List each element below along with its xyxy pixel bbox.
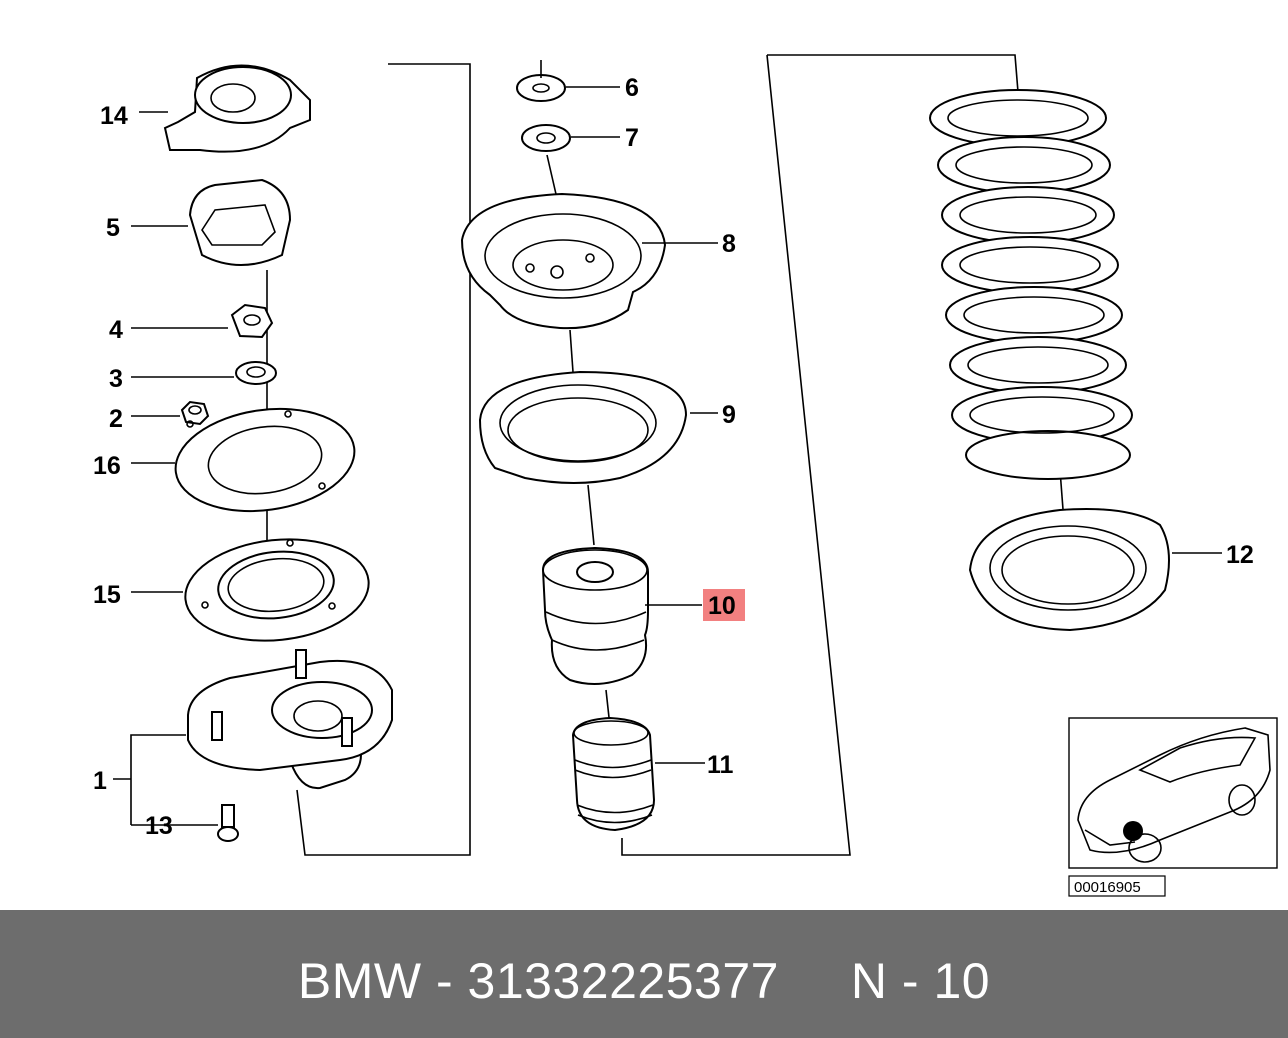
part-3-washer bbox=[131, 361, 277, 385]
callout-10-highlight bbox=[703, 589, 745, 621]
parts-exploded-diagram: 14 5 4 3 2 16 bbox=[93, 54, 1278, 897]
assembly-frame-left bbox=[296, 63, 471, 856]
part-16-gasket bbox=[131, 407, 356, 513]
part-9-spring-pad bbox=[478, 370, 718, 484]
callout-11: 11 bbox=[707, 751, 734, 779]
callout-2: 2 bbox=[109, 405, 123, 433]
footer-separator-2: - bbox=[887, 953, 934, 1009]
callout-13: 13 bbox=[145, 812, 173, 840]
part-14-cap bbox=[139, 64, 311, 153]
part-7-washer bbox=[521, 124, 620, 152]
footer-gap bbox=[779, 953, 851, 1009]
part-15-bearing-plate bbox=[131, 538, 370, 642]
callout-5: 5 bbox=[106, 214, 120, 242]
footer-separator: - bbox=[421, 953, 468, 1009]
callout-9: 9 bbox=[722, 401, 736, 429]
footer-caption: BMW - 31332225377 N - 10 bbox=[0, 952, 1288, 1010]
part-10-bump-stop bbox=[541, 546, 702, 685]
footer-part-number: 31332225377 bbox=[467, 953, 779, 1009]
part-4-nut bbox=[131, 303, 274, 339]
part-13-stud-bolt bbox=[131, 804, 239, 842]
callout-15: 15 bbox=[93, 581, 121, 609]
location-marker bbox=[1123, 821, 1143, 841]
callout-1: 1 bbox=[93, 767, 107, 795]
part-12-lower-pad bbox=[968, 508, 1222, 632]
image-code: 00016905 bbox=[1074, 879, 1141, 896]
callout-10: 10 bbox=[708, 592, 736, 620]
callout-4: 4 bbox=[109, 316, 123, 344]
footer-item-number: 10 bbox=[933, 953, 991, 1009]
footer-position: N bbox=[850, 953, 888, 1009]
image-code-box bbox=[1068, 875, 1166, 897]
callout-12: 12 bbox=[1226, 541, 1254, 569]
callout-6: 6 bbox=[625, 74, 639, 102]
callout-16: 16 bbox=[93, 452, 121, 480]
part-8-upper-seat bbox=[460, 192, 718, 330]
footer-bar bbox=[0, 910, 1288, 1038]
part-1-strut-mount bbox=[113, 649, 393, 825]
part-2-small-nut bbox=[131, 400, 210, 426]
part-5-dust-cap bbox=[131, 178, 292, 266]
axis-line-mid-low bbox=[587, 484, 595, 546]
footer-brand: BMW bbox=[297, 953, 422, 1009]
assembly-frame-right bbox=[621, 54, 1019, 856]
callout-8: 8 bbox=[722, 230, 736, 258]
callout-7: 7 bbox=[625, 124, 639, 152]
coil-spring bbox=[929, 89, 1133, 480]
callout-3: 3 bbox=[109, 365, 123, 393]
part-11-dust-sleeve bbox=[571, 716, 705, 832]
part-6-washer bbox=[516, 60, 620, 102]
car-location-thumbnail bbox=[1068, 717, 1278, 869]
callout-14: 14 bbox=[100, 102, 128, 130]
